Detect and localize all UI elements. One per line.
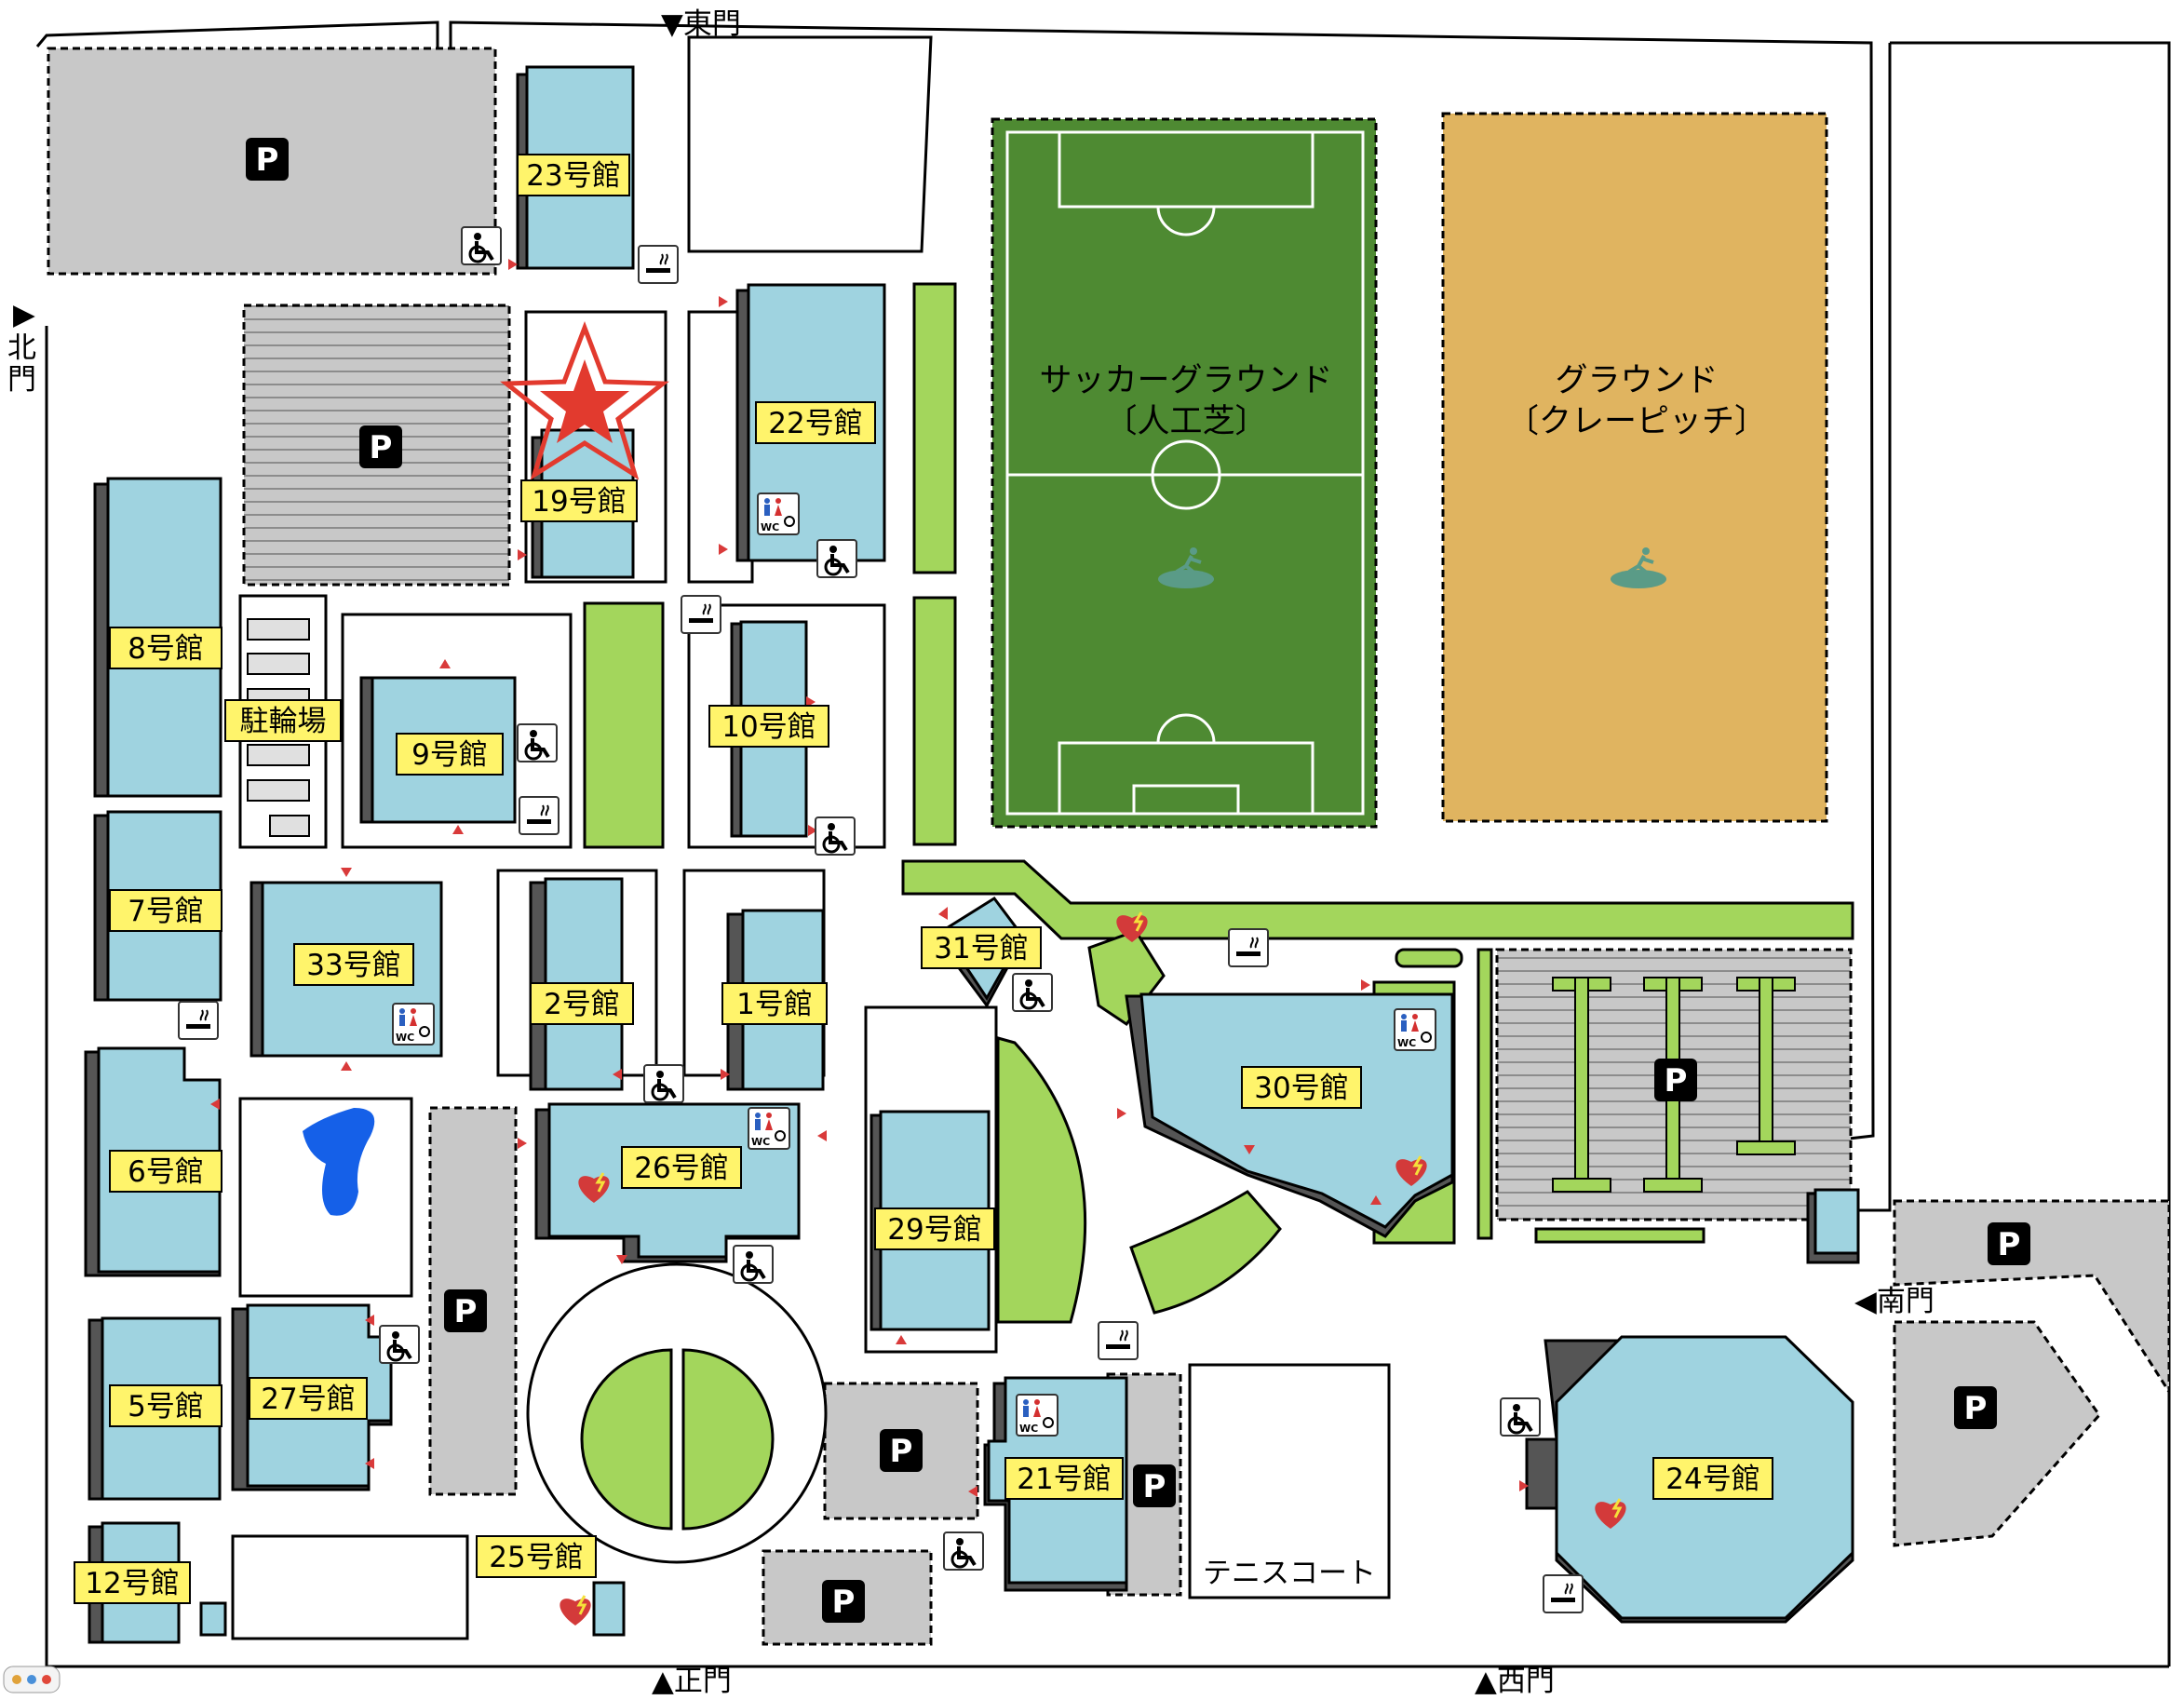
label-building-19: 19号館 <box>532 485 626 519</box>
parking-label-7: P <box>1665 1062 1688 1100</box>
gate-north-1: 北 <box>7 331 36 365</box>
label-building-25: 25号館 <box>489 1541 583 1574</box>
label-building-23: 23号館 <box>526 159 620 193</box>
label-clay-ground-surface: 〔クレーピッチ〕 <box>1506 403 1767 440</box>
parking-bays <box>1552 977 1796 1193</box>
label-building-33: 33号館 <box>306 949 400 982</box>
label-building-27: 27号館 <box>261 1383 355 1416</box>
parking-label-1: P <box>256 142 279 179</box>
parking-south-east-1 <box>1893 1199 2171 1397</box>
label-building-26: 26号館 <box>634 1152 728 1185</box>
label-building-1: 1号館 <box>736 988 813 1021</box>
parking-label-5: P <box>832 1584 856 1621</box>
label-building-5: 5号館 <box>128 1390 204 1423</box>
label-building-7: 7号館 <box>128 895 204 928</box>
label-soccer-ground-surface: 〔人工芝〕 <box>1104 403 1267 440</box>
label-building-21: 21号館 <box>1017 1463 1111 1496</box>
building-labels <box>74 154 1773 1604</box>
building-25 <box>592 1581 626 1637</box>
current-location-star-icon <box>500 320 669 480</box>
gate-main: ▲正門 <box>652 1665 732 1698</box>
building-30 <box>1125 992 1454 1238</box>
label-building-9: 9号館 <box>411 738 488 772</box>
label-building-29: 29号館 <box>887 1213 981 1247</box>
label-building-8: 8号館 <box>128 632 204 666</box>
parking-label-3: P <box>454 1293 478 1330</box>
window-controls-icon <box>3 1666 61 1693</box>
label-building-24: 24号館 <box>1665 1463 1759 1496</box>
parking-label-2: P <box>370 429 393 466</box>
gate-south: ◀南門 <box>1854 1285 1935 1318</box>
label-bicycle-parking: 駐輪場 <box>240 705 327 738</box>
building-small-east <box>1806 1188 1860 1264</box>
label-building-22: 22号館 <box>768 407 862 440</box>
label-clay-ground: グラウンド <box>1555 362 1718 399</box>
parking-label-6: P <box>1143 1468 1166 1505</box>
parking-label-8: P <box>1998 1226 2021 1263</box>
gate-north-arrow: ▶ <box>13 298 35 331</box>
label-tennis-court: テニスコート <box>1203 1557 1376 1590</box>
soccer-field <box>991 117 1378 829</box>
gate-west: ▲西門 <box>1475 1665 1555 1698</box>
main-gate-roundabout <box>526 1262 828 1564</box>
parking-south-east-2 <box>1893 1320 2101 1547</box>
label-building-30: 30号館 <box>1254 1072 1348 1105</box>
tennis-court-area <box>1188 1363 1391 1599</box>
gate-east: ▼東門 <box>661 7 741 41</box>
label-building-12: 12号館 <box>85 1567 179 1600</box>
parking-areas <box>47 47 2171 1646</box>
label-soccer-ground: サッカーグラウンド <box>1039 362 1332 399</box>
pond-area <box>238 1097 413 1298</box>
label-building-10: 10号館 <box>721 710 816 744</box>
clay-ground <box>1441 112 1828 823</box>
parking-label-4: P <box>890 1433 913 1470</box>
gate-north-2: 門 <box>7 363 36 397</box>
label-building-2: 2号館 <box>544 988 620 1021</box>
entrance-markers <box>210 259 1529 1497</box>
parking-label-9: P <box>1964 1390 1988 1427</box>
label-building-31: 31号館 <box>934 932 1028 965</box>
label-building-6: 6号館 <box>128 1155 204 1189</box>
